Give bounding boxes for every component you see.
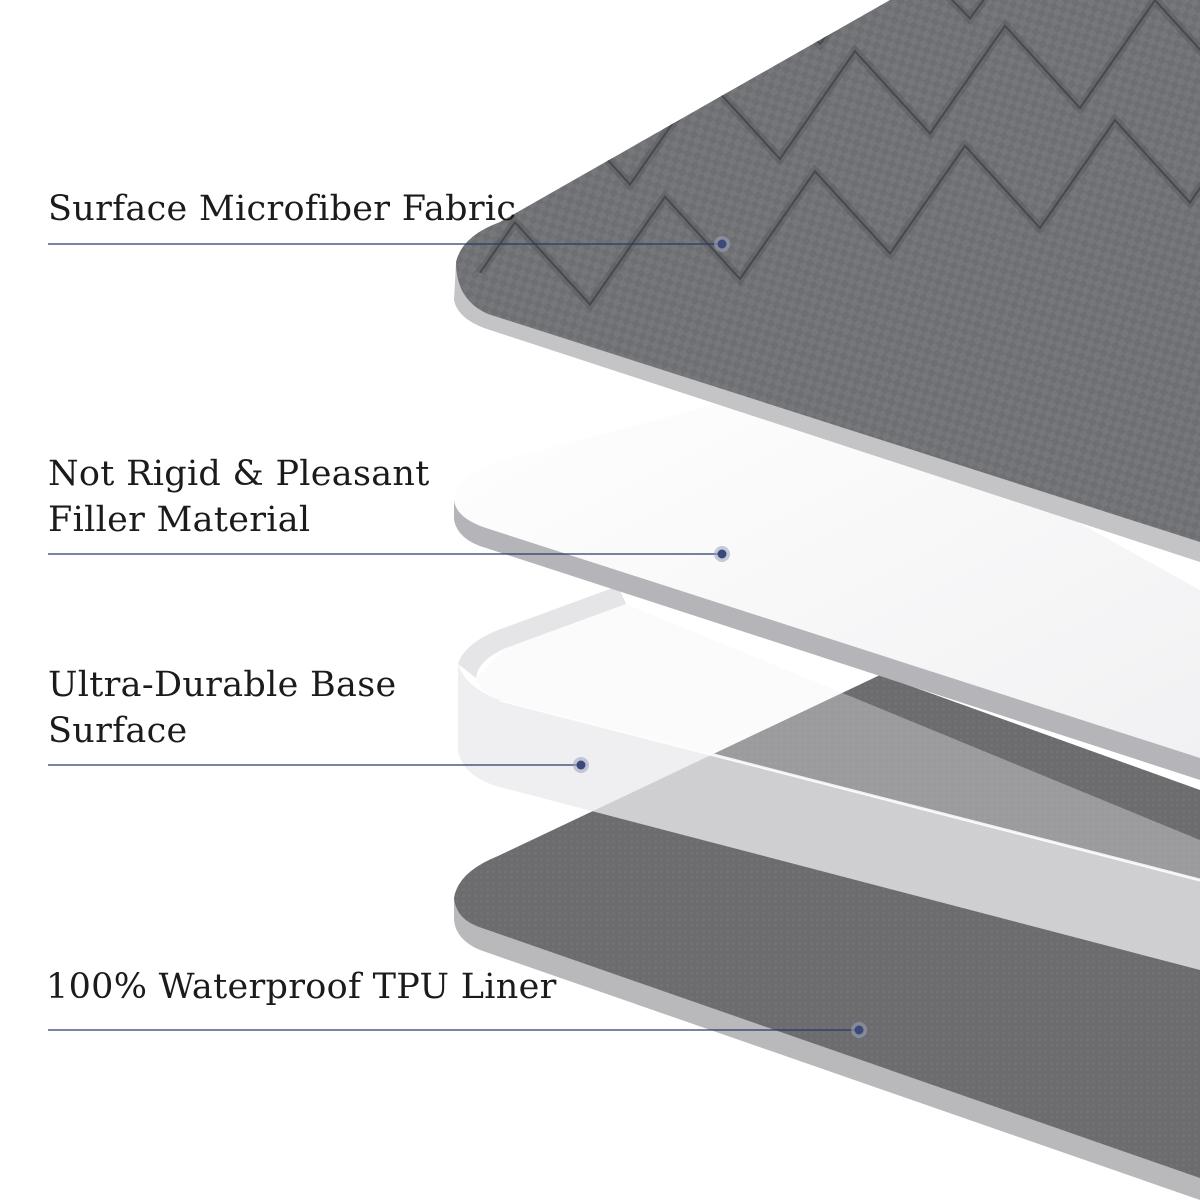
quilt-seam <box>479 0 1200 211</box>
label-surface-microfiber-fabric: Surface Microfiber Fabric <box>48 186 516 232</box>
filler-layer <box>454 378 1200 780</box>
leader-dot-icon <box>854 1025 864 1035</box>
label-line: Surface <box>48 711 188 751</box>
label-line: 100% Waterproof TPU Liner <box>46 967 557 1007</box>
base-frame-inner-line <box>499 698 1200 882</box>
base-surface-layer <box>458 586 1200 970</box>
label-line: Ultra-Durable Base <box>48 665 397 705</box>
label-line: Surface Microfiber Fabric <box>48 189 517 229</box>
quilt-seam <box>456 94 1200 331</box>
filler-top <box>454 378 1200 758</box>
fabric-top <box>456 0 1200 542</box>
base-frame-front-face <box>458 664 1200 970</box>
leader-dot-icon <box>717 549 727 559</box>
label-filler-material: Not Rigid & Pleasant Filler Material <box>48 451 430 543</box>
label-base-surface: Ultra-Durable Base Surface <box>48 662 396 754</box>
surface-fabric-layer <box>454 0 1200 562</box>
base-frame-back-rim <box>458 586 626 678</box>
base-frame-right-rim <box>476 604 1200 880</box>
label-tpu-liner: 100% Waterproof TPU Liner <box>46 964 557 1010</box>
leader-dot-icon <box>576 760 586 770</box>
leader-dot-icon <box>717 239 727 249</box>
leader-lines <box>48 236 867 1038</box>
label-line: Filler Material <box>48 500 311 540</box>
label-line: Not Rigid & Pleasant <box>48 454 430 494</box>
